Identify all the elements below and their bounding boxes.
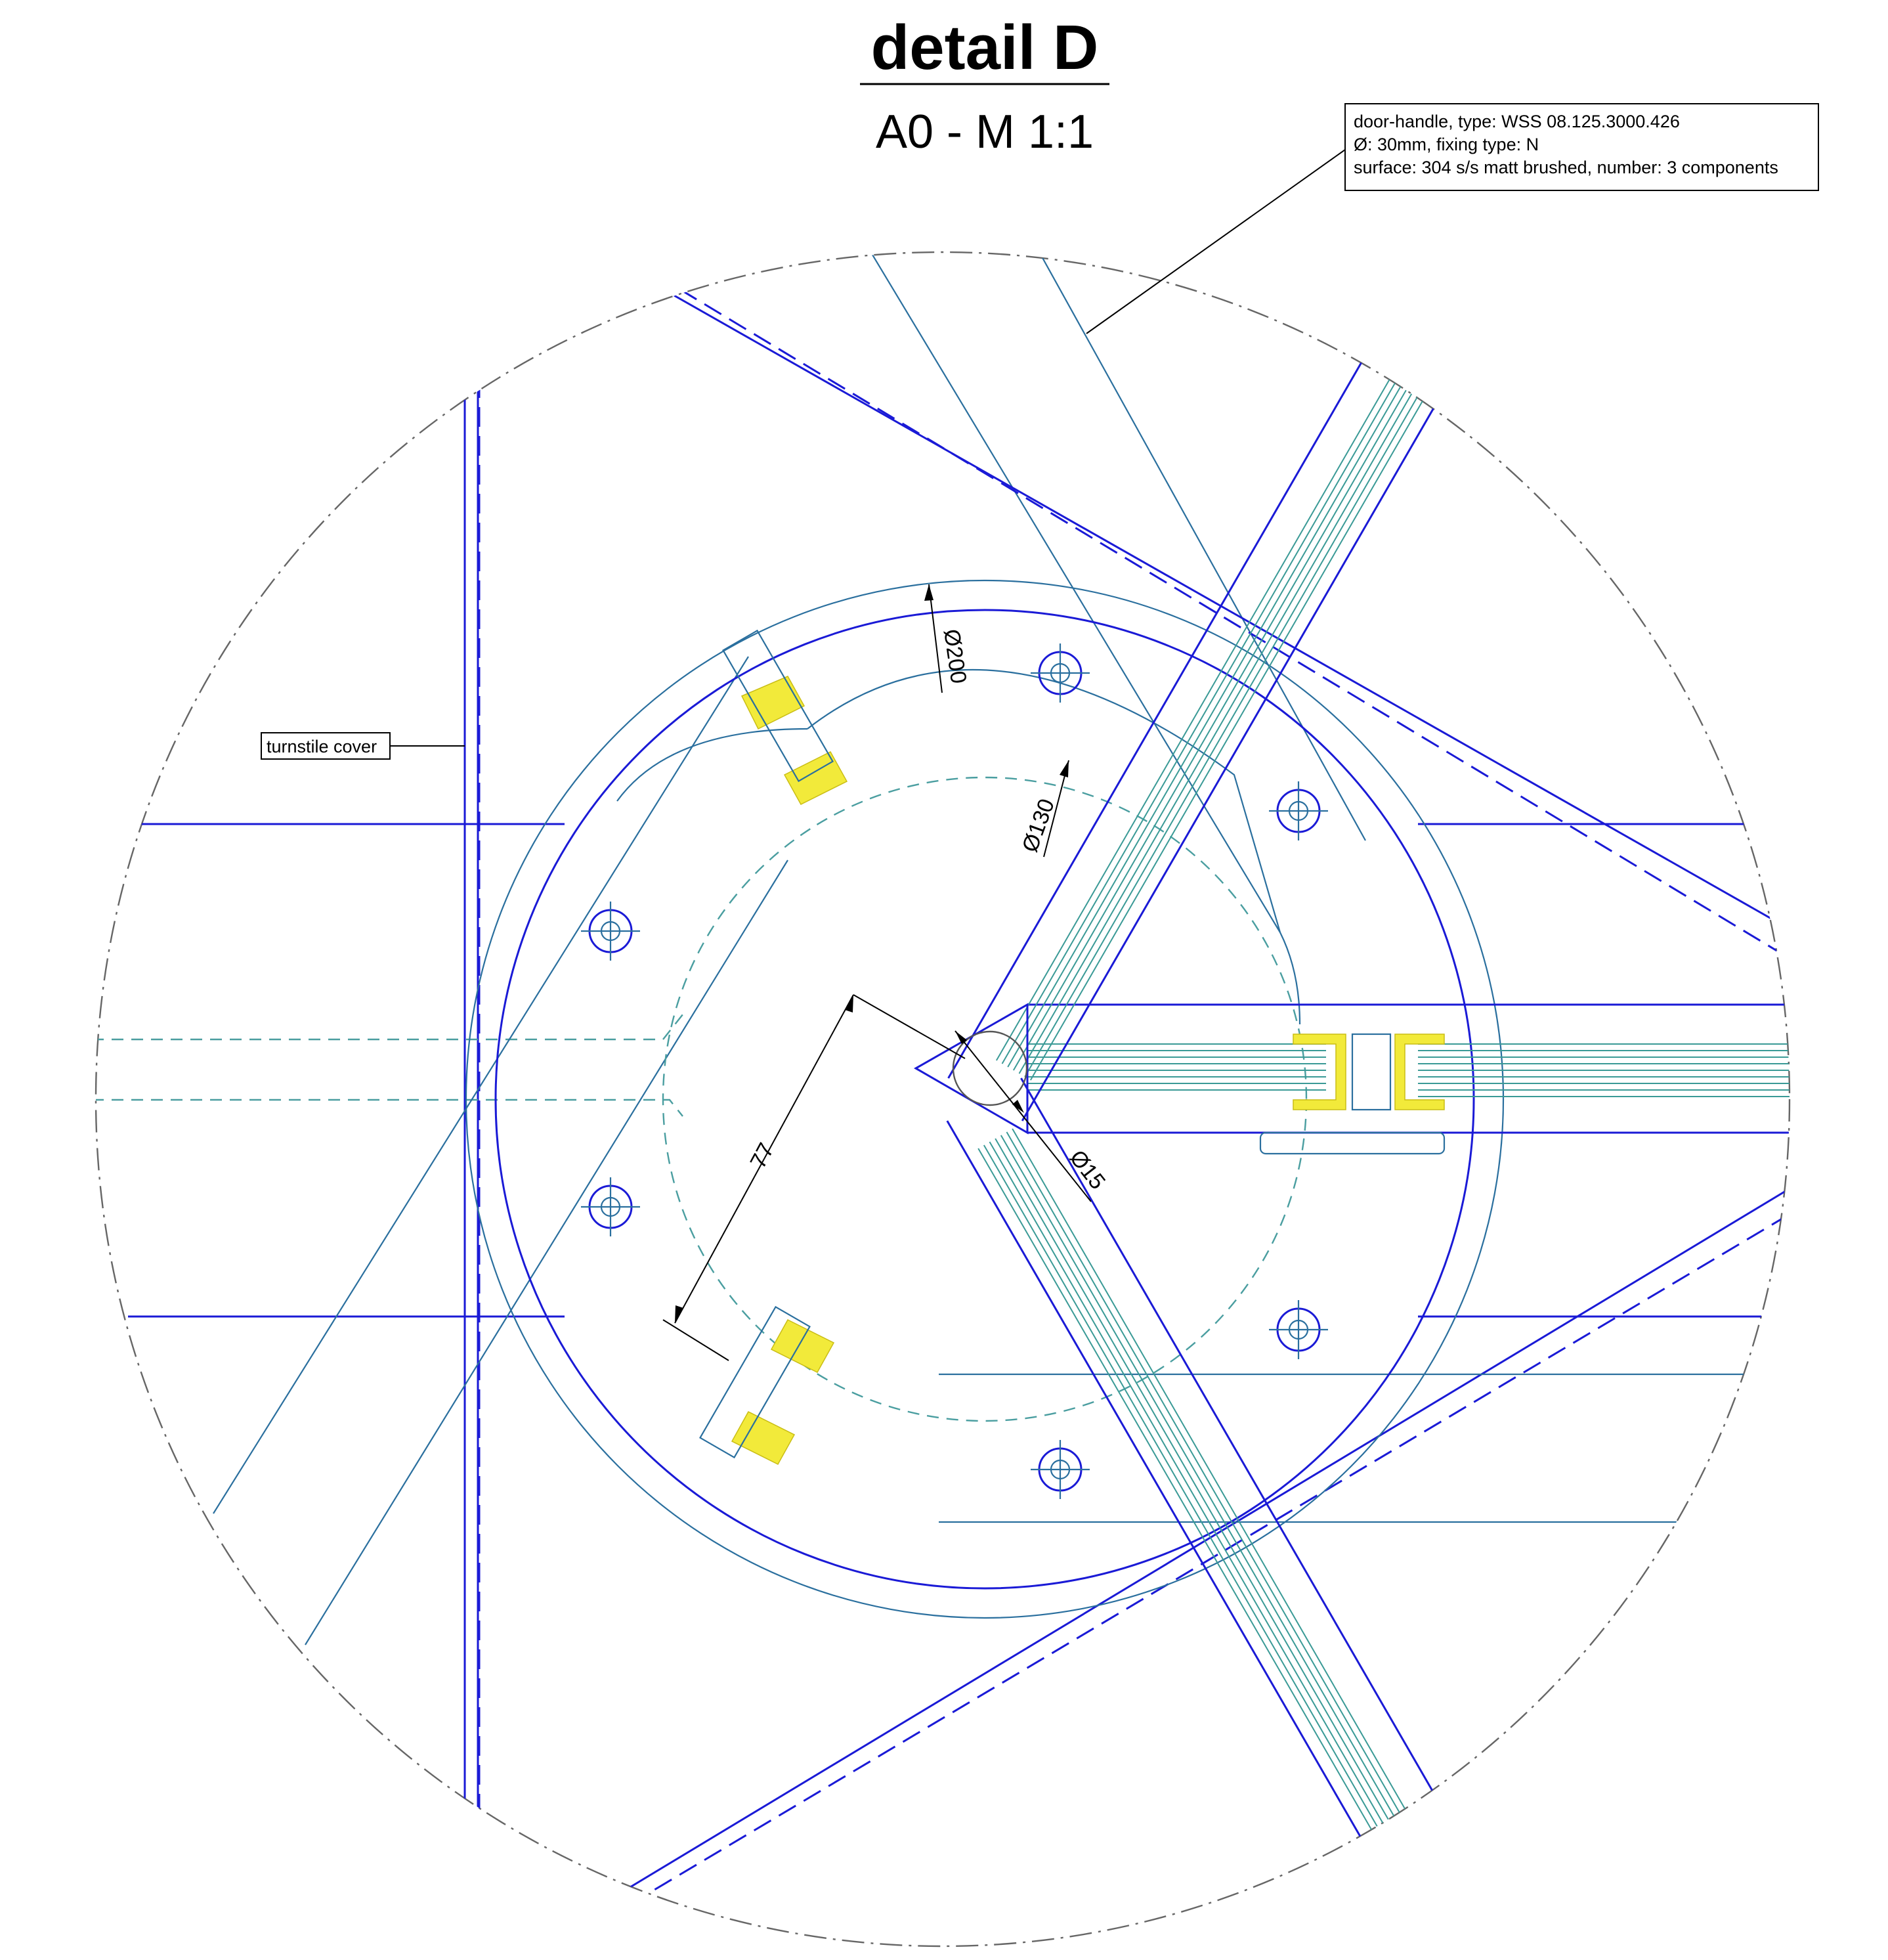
plate-outer-ring xyxy=(494,609,1475,1590)
dim-77-line xyxy=(674,994,854,1324)
screw-hole xyxy=(1269,1300,1328,1359)
callout-box xyxy=(1344,103,1819,191)
callout-line-3: surface: 304 s/s matt brushed, number: 3… xyxy=(1354,158,1778,177)
callout-line-2: Ø: 30mm, fixing type: N xyxy=(1354,135,1539,154)
dim-d15-leader xyxy=(955,1030,1092,1202)
dim-d15-label: Ø15 xyxy=(1065,1146,1111,1194)
lower-left-glass-pane xyxy=(946,1078,1482,1918)
turnstile-label-box xyxy=(261,732,391,760)
door-handle-callout: door-handle, type: WSS 08.125.3000.426 Ø… xyxy=(1086,103,1819,334)
turnstile-cover-callout: turnstile cover xyxy=(261,732,465,760)
door-handle-clamp-upper xyxy=(722,629,848,805)
screw-hole xyxy=(581,1177,640,1236)
screw-hole xyxy=(1031,643,1090,703)
screw-hole xyxy=(581,902,640,961)
dim-d200-label: Ø200 xyxy=(939,628,971,686)
dim-d130-label: Ø130 xyxy=(1018,796,1060,856)
screw-hole xyxy=(1031,1440,1090,1499)
detail-boundary-circle xyxy=(95,251,1791,1948)
dim-d130-leader xyxy=(1043,760,1069,858)
inner-dashed-circle xyxy=(662,776,1308,1422)
drawing-geometry xyxy=(96,252,1790,1918)
door-handle-clamp-right xyxy=(1259,1033,1446,1155)
dim-d200-leader xyxy=(928,584,943,693)
screw-hole xyxy=(1269,781,1328,840)
callout-line-1: door-handle, type: WSS 08.125.3000.426 xyxy=(1354,112,1680,131)
center-hub xyxy=(913,1003,1029,1135)
drawing-scale: A0 - M 1:1 xyxy=(876,106,1094,158)
center-pivot-circle xyxy=(952,1030,1028,1106)
turnstile-label: turnstile cover xyxy=(267,737,377,756)
upper-left-glass-pane xyxy=(947,281,1483,1122)
drawing-title: detail D xyxy=(871,12,1099,83)
callout-leader xyxy=(1086,149,1346,334)
door-handle-clamp-lower xyxy=(699,1305,835,1465)
right-glass-pane xyxy=(1027,1043,1790,1097)
dim-77-label: 77 xyxy=(746,1139,779,1173)
